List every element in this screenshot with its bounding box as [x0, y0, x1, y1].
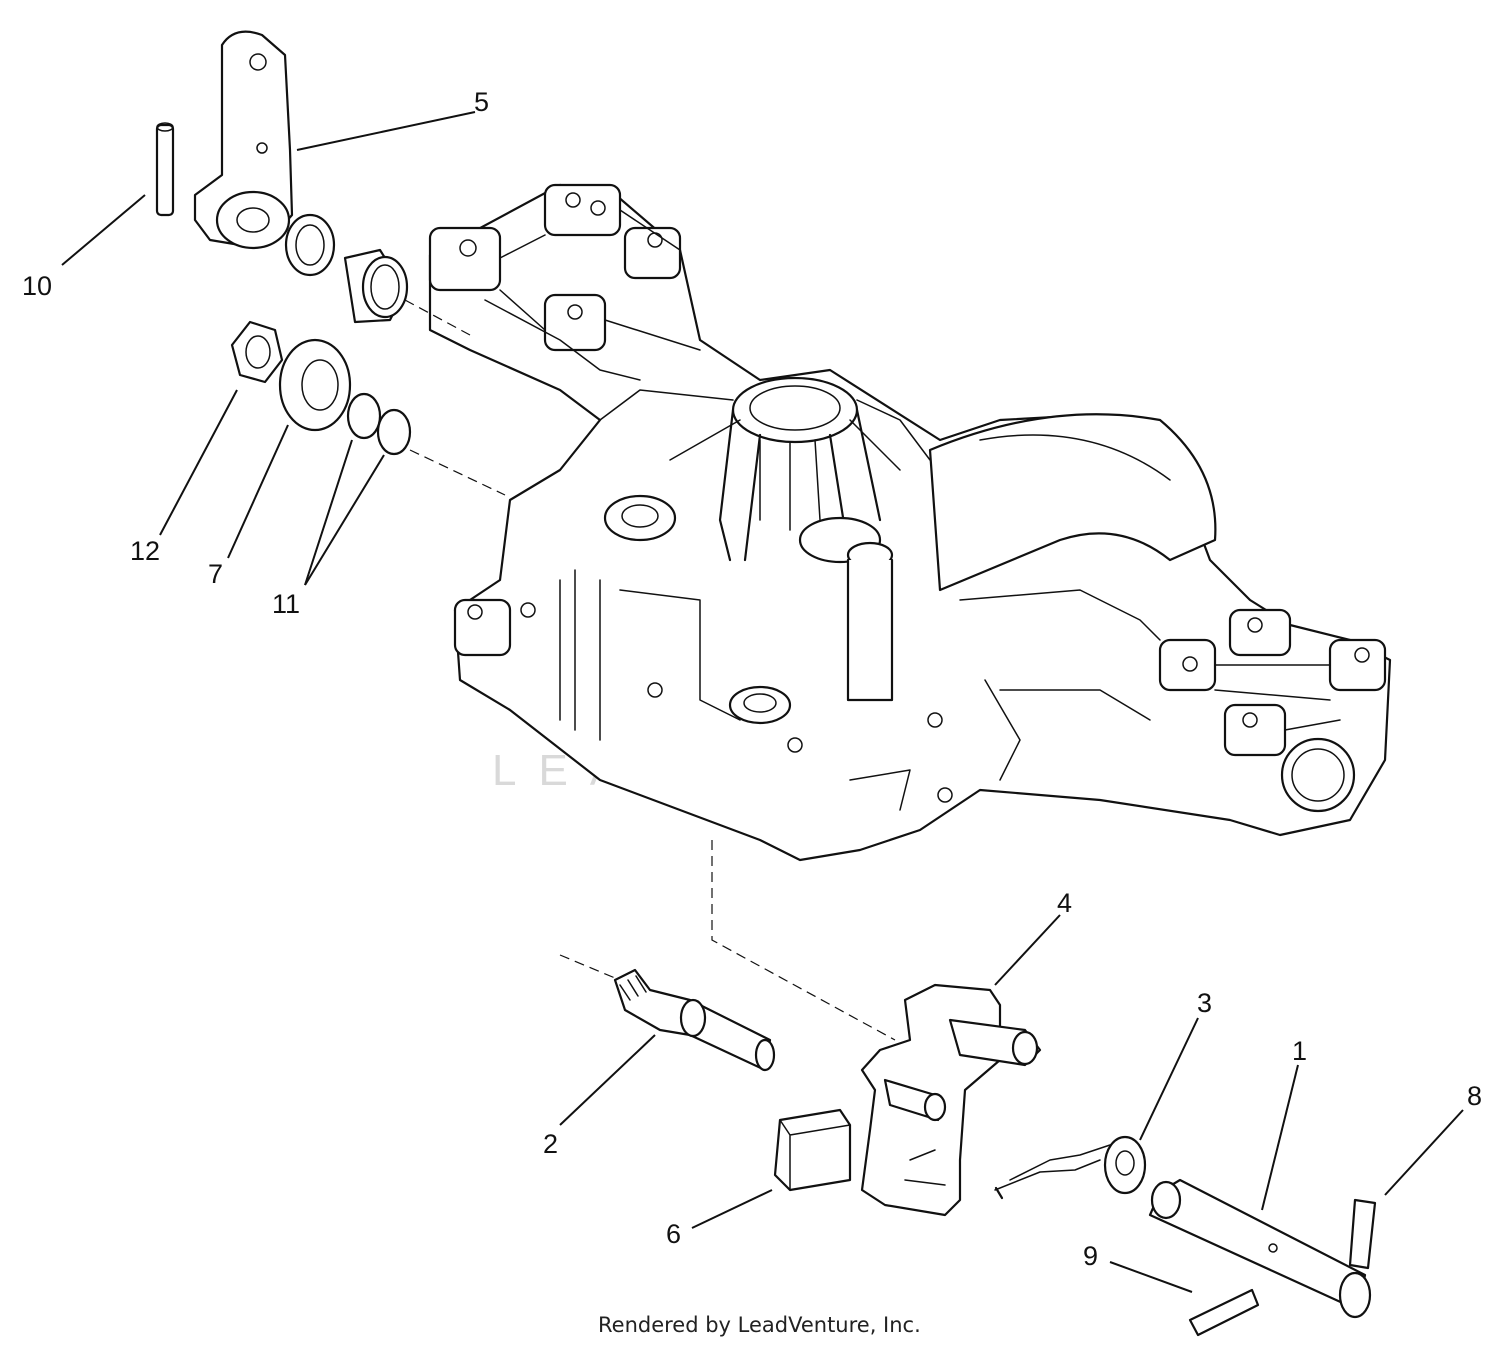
part-bushing	[343, 248, 409, 324]
part-control-arm	[193, 30, 294, 250]
callout-12: 12	[130, 536, 160, 566]
callout-5: 5	[474, 87, 489, 117]
callout-4: 4	[1057, 888, 1072, 918]
callout-8: 8	[1467, 1081, 1482, 1111]
callout-3: 3	[1197, 988, 1212, 1018]
part-discs-11	[346, 392, 412, 456]
part-washer-7	[278, 338, 352, 432]
part-pin-9	[1188, 1288, 1260, 1337]
callout-11: 11	[272, 589, 300, 619]
transaxle-housing	[428, 183, 1392, 862]
leader-lines	[61, 111, 1464, 1293]
part-block-6	[773, 1108, 852, 1192]
part-shaft-2	[613, 968, 776, 1072]
footer-credit: Rendered by LeadVenture, Inc.	[598, 1313, 921, 1337]
callout-9: 9	[1083, 1241, 1098, 1271]
callout-6: 6	[666, 1219, 681, 1249]
part-pin-8	[1348, 1198, 1377, 1270]
part-shaft-1	[1148, 1178, 1372, 1319]
part-seal	[284, 213, 336, 277]
part-shift-fork-4	[860, 983, 1042, 1217]
part-nut-12	[230, 320, 284, 384]
center-lines	[404, 299, 896, 1041]
callout-labels: 1 2 3 4 5 6 7 8 9 10 11 12	[22, 87, 1482, 1271]
callout-2: 2	[543, 1129, 558, 1159]
part-roll-pin-10	[155, 122, 175, 217]
callout-7: 7	[208, 559, 223, 589]
part-spring-3	[994, 1135, 1147, 1200]
callout-1: 1	[1292, 1036, 1307, 1066]
callout-10: 10	[22, 271, 52, 301]
